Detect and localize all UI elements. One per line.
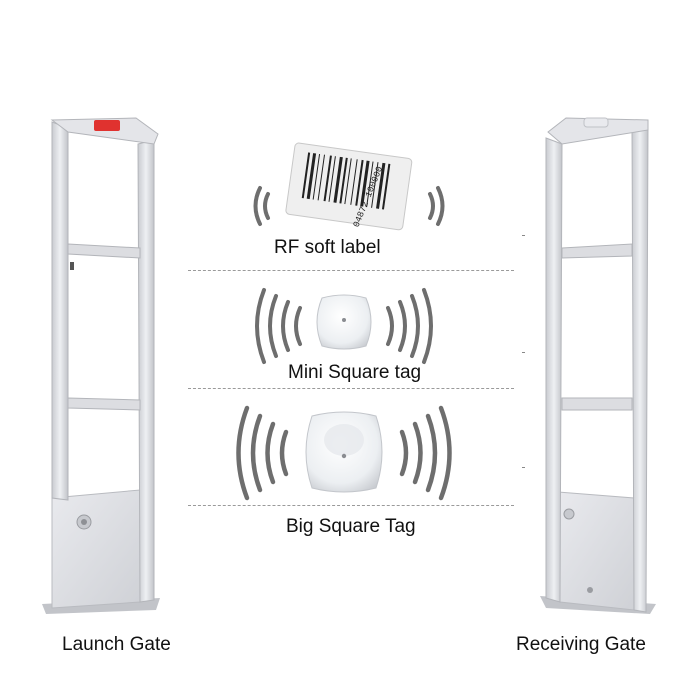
barcode-bar <box>381 163 391 210</box>
signal-waves-icon <box>253 186 270 226</box>
signal-waves-icon <box>428 186 445 226</box>
divider <box>188 388 514 389</box>
barcode-bar <box>350 159 358 205</box>
signal-waves-icon <box>236 405 289 501</box>
big-square-tag-image <box>236 405 452 501</box>
rf-soft-label-image <box>253 142 445 231</box>
barcode-bar <box>328 156 336 202</box>
barcode-bar <box>360 160 370 207</box>
launch-gate <box>42 117 160 614</box>
barcode-bar <box>355 159 364 206</box>
divider <box>188 505 514 506</box>
signal-waves-icon <box>386 288 433 364</box>
signal-waves-icon <box>255 288 302 364</box>
divider <box>188 270 514 271</box>
barcode-bar <box>301 152 311 199</box>
signal-waves-icon <box>399 405 452 501</box>
barcode-bar <box>323 155 332 202</box>
receiving-gate-caption: Receiving Gate <box>516 634 646 655</box>
barcode-bar <box>317 154 326 201</box>
barcode-bar <box>371 162 379 208</box>
launch-gate-panel <box>51 489 141 609</box>
barcode-bar <box>312 153 321 200</box>
receiving-gate <box>540 117 656 614</box>
barcode-bar <box>333 156 343 203</box>
mini-square-tag-image <box>255 288 433 364</box>
barcode-bar <box>339 157 348 204</box>
mini-square-tag-caption: Mini Square tag <box>288 362 422 383</box>
alarm-light-icon <box>94 120 120 131</box>
barcode-bar <box>366 161 374 208</box>
barcode-bar <box>306 153 317 200</box>
launch-gate-caption: Launch Gate <box>62 634 171 655</box>
big-square-tag-caption: Big Square Tag <box>286 516 416 537</box>
barcode-bar <box>376 162 386 209</box>
barcode-bar <box>344 158 352 205</box>
rf-soft-label-caption: RF soft label <box>274 237 381 258</box>
